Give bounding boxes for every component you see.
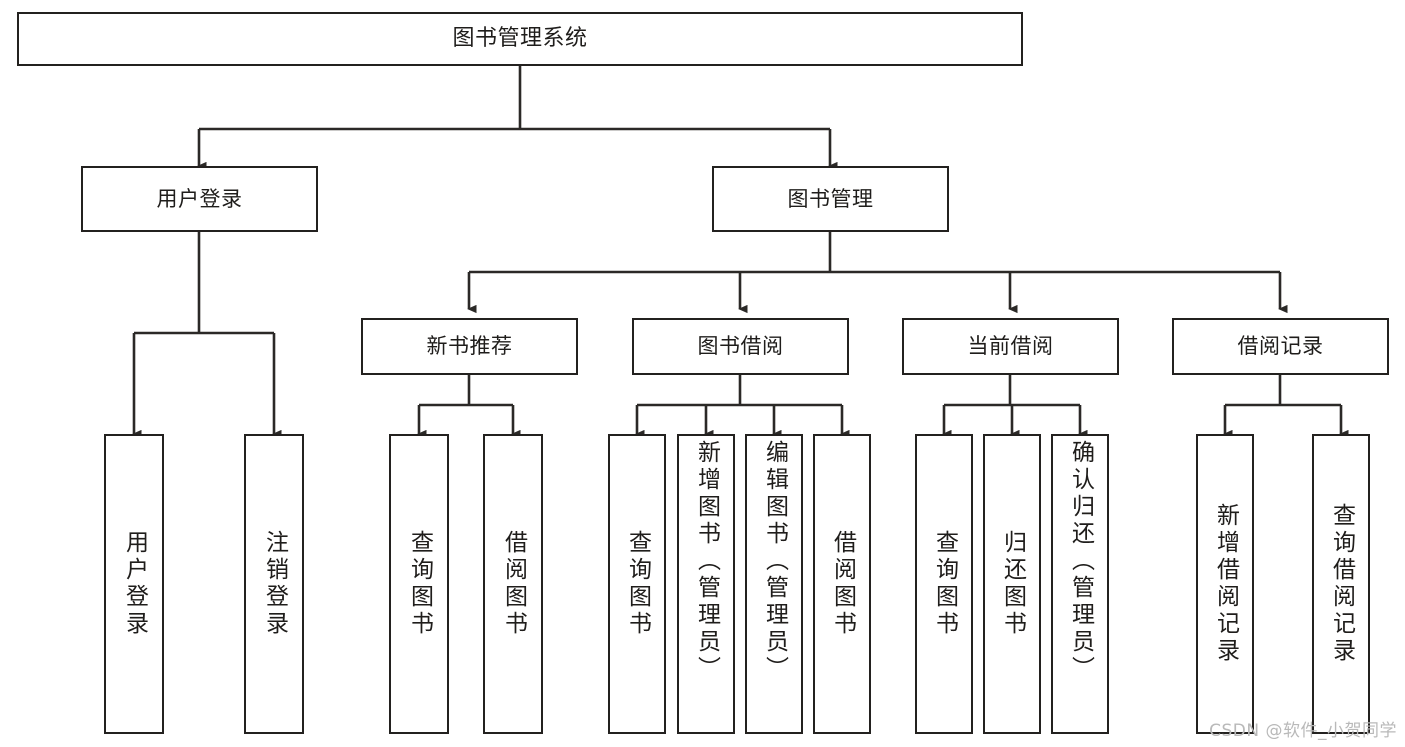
- node-label: 确认归还（管理员）: [1067, 440, 1094, 683]
- node-book-manage[interactable]: 图书管理: [712, 166, 949, 232]
- leaf-borrow-book-1[interactable]: 借阅图书: [483, 434, 543, 734]
- node-label: 图书管理: [787, 186, 874, 211]
- leaf-query-book-2[interactable]: 查询图书: [608, 434, 666, 734]
- leaf-add-record[interactable]: 新增借阅记录: [1196, 434, 1254, 734]
- node-new-book-recommend[interactable]: 新书推荐: [361, 318, 578, 375]
- node-label: 注销登录: [261, 530, 288, 638]
- node-label: 编辑图书（管理员）: [761, 440, 788, 683]
- node-label: 查询图书: [406, 530, 433, 638]
- node-book-borrow[interactable]: 图书借阅: [632, 318, 849, 375]
- leaf-user-logout[interactable]: 注销登录: [244, 434, 304, 734]
- leaf-return-book[interactable]: 归还图书: [983, 434, 1041, 734]
- node-label: 新增图书（管理员）: [693, 440, 720, 683]
- leaf-user-login[interactable]: 用户登录: [104, 434, 164, 734]
- leaf-borrow-book-2[interactable]: 借阅图书: [813, 434, 871, 734]
- leaf-add-book[interactable]: 新增图书（管理员）: [677, 434, 735, 734]
- node-label: 查询图书: [931, 530, 958, 638]
- node-label: 当前借阅: [967, 334, 1054, 359]
- node-label: 用户登录: [121, 530, 148, 638]
- leaf-query-book-3[interactable]: 查询图书: [915, 434, 973, 734]
- leaf-query-record[interactable]: 查询借阅记录: [1312, 434, 1370, 734]
- node-label: 借阅图书: [500, 530, 527, 638]
- node-current-borrow[interactable]: 当前借阅: [902, 318, 1119, 375]
- node-label: 查询图书: [624, 530, 651, 638]
- leaf-query-book-1[interactable]: 查询图书: [389, 434, 449, 734]
- node-label: 查询借阅记录: [1328, 503, 1355, 665]
- node-label: 新书推荐: [426, 334, 513, 359]
- node-user-login[interactable]: 用户登录: [81, 166, 318, 232]
- node-label: 用户登录: [156, 186, 243, 211]
- node-borrow-record[interactable]: 借阅记录: [1172, 318, 1389, 375]
- node-label: 图书借阅: [697, 334, 784, 359]
- node-label: 归还图书: [999, 530, 1026, 638]
- node-label: 图书管理系统: [452, 26, 588, 52]
- node-label: 借阅图书: [829, 530, 856, 638]
- watermark-text: CSDN @软件_小贺同学: [1209, 721, 1397, 741]
- node-label: 借阅记录: [1237, 334, 1324, 359]
- leaf-confirm-return[interactable]: 确认归还（管理员）: [1051, 434, 1109, 734]
- leaf-edit-book[interactable]: 编辑图书（管理员）: [745, 434, 803, 734]
- node-label: 新增借阅记录: [1212, 503, 1239, 665]
- node-root-system[interactable]: 图书管理系统: [17, 12, 1023, 66]
